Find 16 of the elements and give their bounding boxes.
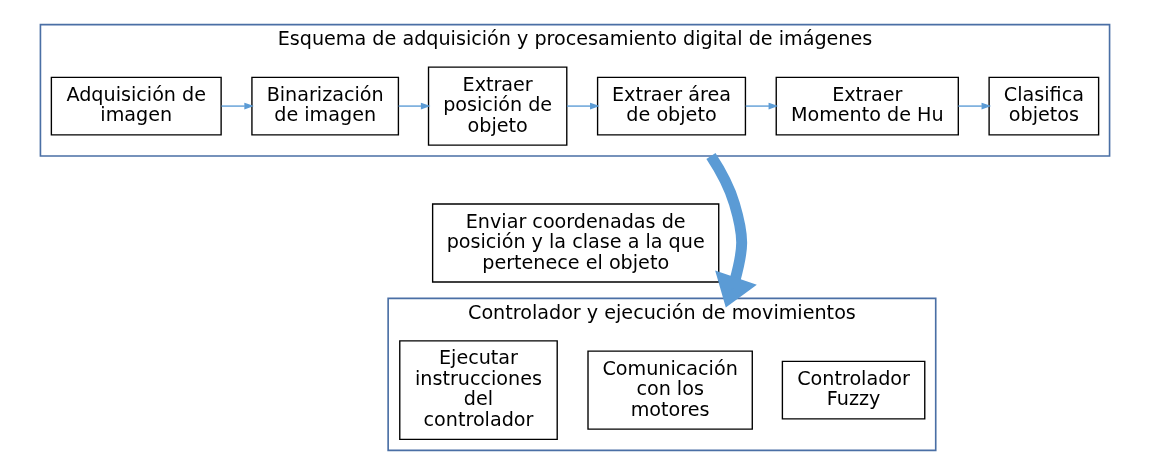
arrow: [220, 102, 254, 110]
node-box: Adquisición de imagen: [50, 76, 222, 136]
arrow: [566, 102, 600, 110]
node-box: Enviar coordenadas de posición y la clase a la que pertenece el objeto: [431, 203, 720, 283]
node-box: Clasifica objetos: [988, 76, 1100, 136]
node-box: Controlador Fuzzy: [781, 360, 926, 420]
arrow: [957, 102, 992, 110]
node-box: Comunicación con los motores: [587, 350, 753, 430]
arrow: [745, 102, 779, 110]
node-box: Binarización de imagen: [251, 76, 400, 136]
arrow: [397, 102, 431, 110]
arrow: [706, 153, 757, 308]
node-box: Extraer posición de objeto: [427, 66, 568, 146]
node-box: Ejecutar instrucciones del controlador: [399, 340, 558, 441]
node-box: Extraer área de objeto: [596, 76, 747, 136]
node-box: Extraer Momento de Hu: [775, 76, 959, 136]
